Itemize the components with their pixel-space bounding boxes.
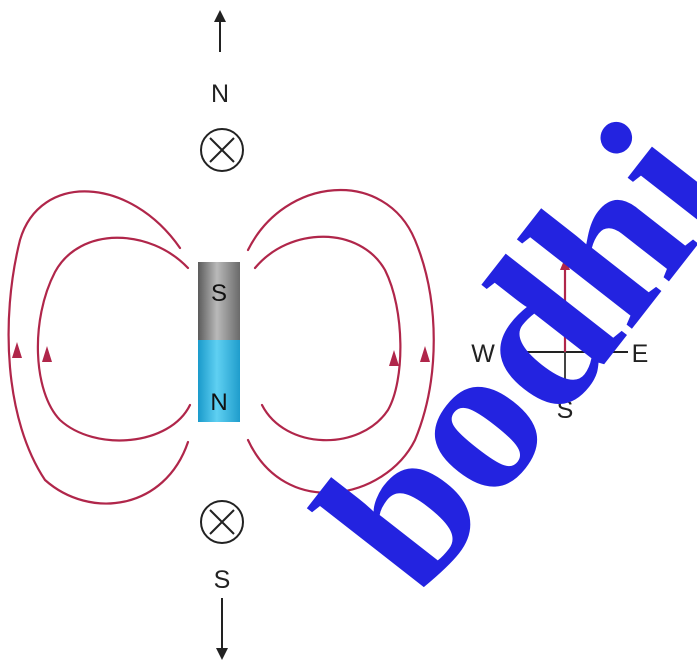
magnet-north-half — [198, 340, 240, 422]
field-line-right-outer — [246, 188, 435, 494]
compass-needle-tip — [560, 258, 570, 270]
magnet-south-half — [198, 262, 240, 340]
watermark-text: bodhi — [273, 81, 697, 629]
field-arrow-right-inner — [389, 350, 399, 366]
bar-magnet — [198, 262, 240, 422]
top-cross-circle-icon — [200, 128, 244, 172]
field-line-right-inner — [253, 235, 402, 442]
field-arrow-right-outer — [420, 346, 430, 362]
compass — [505, 258, 628, 392]
field-line-left-outer — [7, 190, 190, 505]
compass-north-label: N — [556, 228, 574, 256]
magnet-bottom-pole-label: N — [210, 389, 227, 416]
compass-east-label: E — [632, 340, 649, 368]
field-arrow-left-inner — [42, 346, 52, 362]
top-direction-label: N — [211, 80, 229, 108]
bottom-cross-circle-icon — [200, 500, 244, 544]
compass-south-label: S — [557, 396, 574, 424]
top-north-arrow — [214, 10, 226, 52]
bottom-direction-label: S — [214, 566, 231, 594]
magnet-top-pole-label: S — [211, 280, 227, 307]
bottom-south-arrow — [216, 598, 228, 660]
field-arrow-left-outer — [12, 342, 22, 358]
compass-west-label: W — [471, 340, 495, 368]
field-line-left-inner — [36, 236, 192, 442]
